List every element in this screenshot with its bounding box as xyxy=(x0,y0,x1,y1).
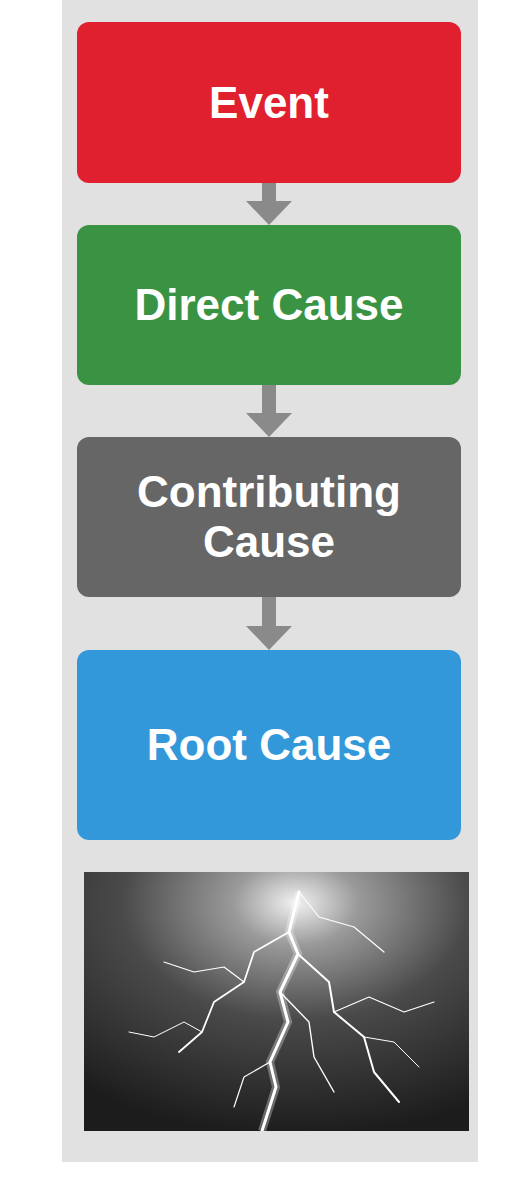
flow-arrow xyxy=(246,183,292,225)
direct-cause-box: Direct Cause xyxy=(77,225,461,385)
box-label: Root Cause xyxy=(129,720,409,770)
box-label: Contributing Cause xyxy=(77,467,461,567)
flow-arrow xyxy=(246,385,292,437)
flow-arrow xyxy=(246,597,292,650)
box-label: Event xyxy=(191,78,347,128)
lightning-photo xyxy=(84,872,469,1131)
contributing-cause-box: Contributing Cause xyxy=(77,437,461,597)
event-box: Event xyxy=(77,22,461,183)
box-label: Direct Cause xyxy=(116,280,421,330)
root-cause-box: Root Cause xyxy=(77,650,461,840)
